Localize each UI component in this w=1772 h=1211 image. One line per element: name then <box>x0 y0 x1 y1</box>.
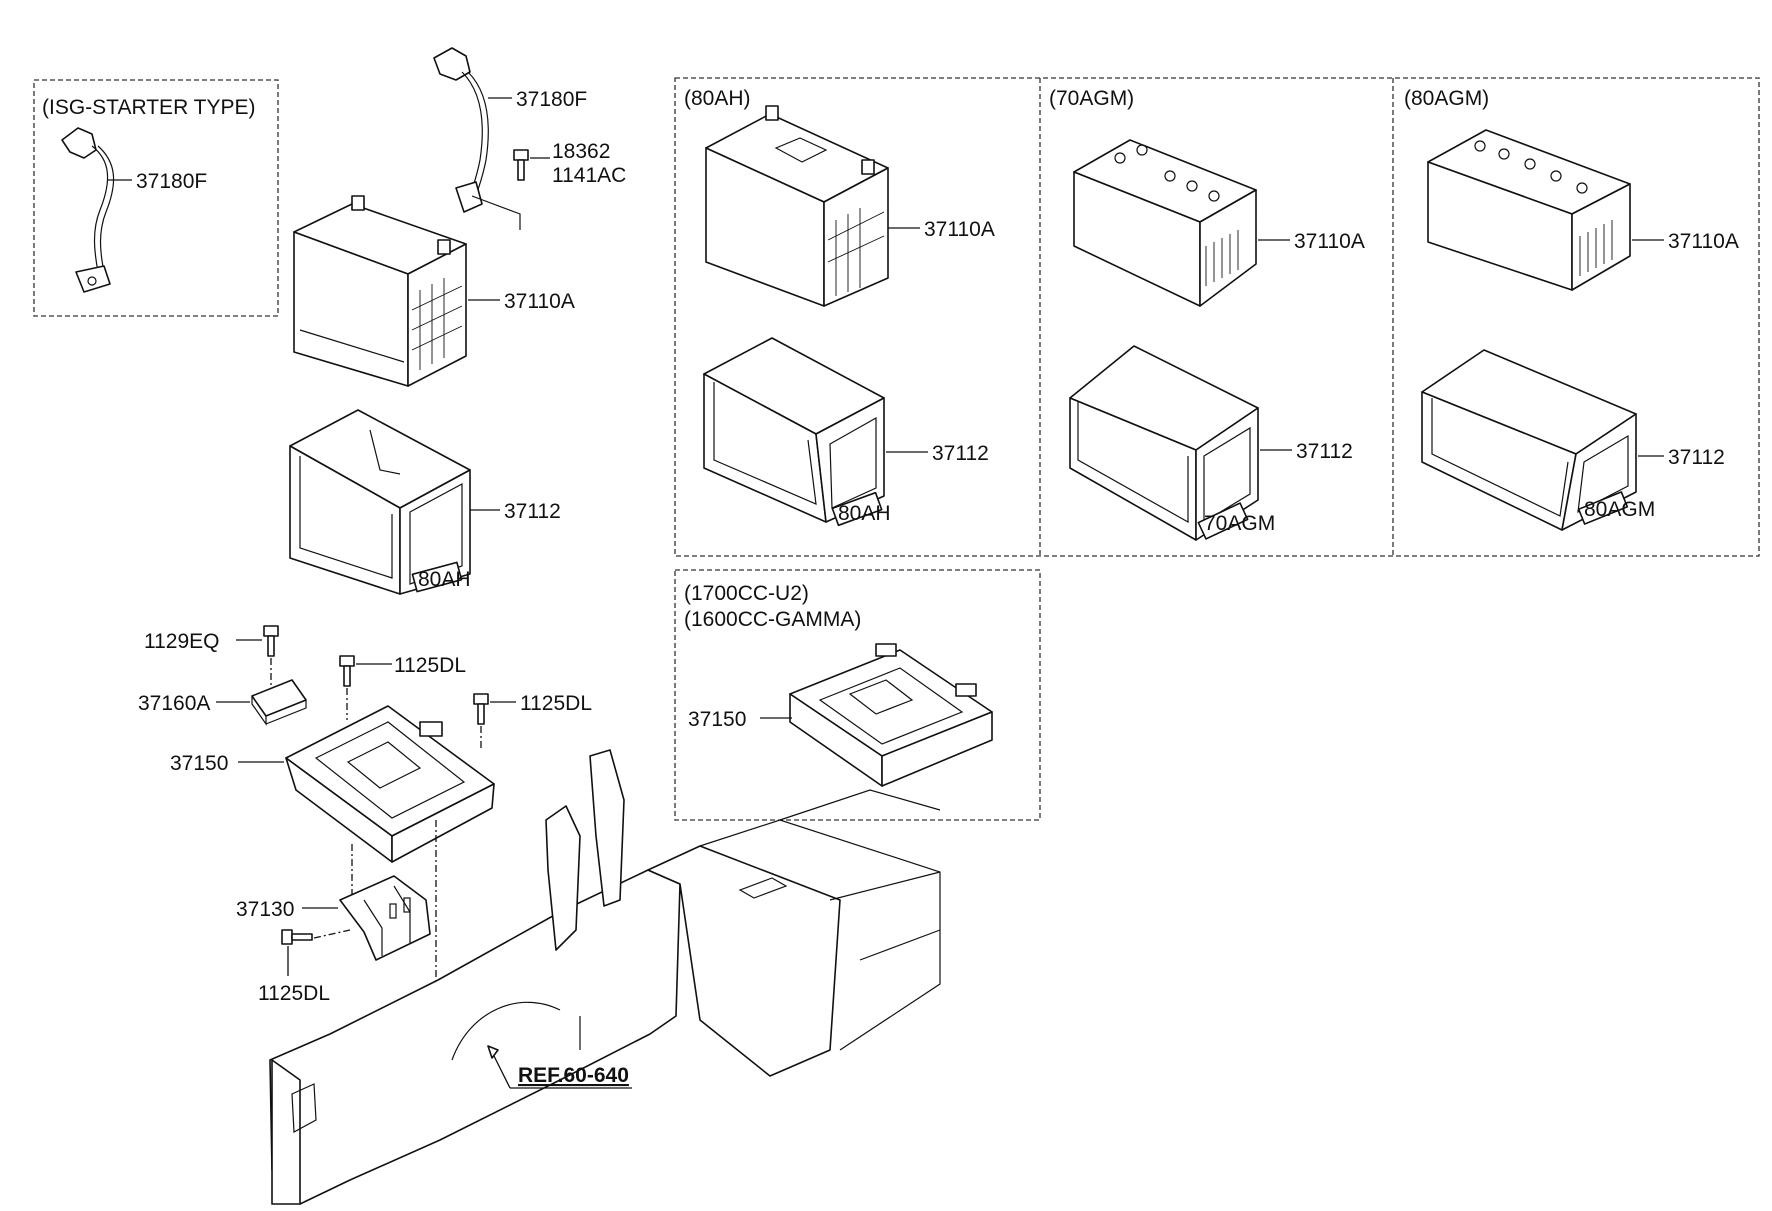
vehicle-body-frame <box>269 749 941 1205</box>
engine-tray-box <box>674 569 1041 821</box>
label-bolt-1125dl-a: 1125DL <box>394 654 466 677</box>
insulation-pad-70agm <box>1069 345 1259 541</box>
isg-battery-cable <box>61 127 115 293</box>
bolt-1125dl-c-icon <box>281 929 313 945</box>
stamp-80ah-alt: 80AH <box>838 502 891 525</box>
label-insulation-80ah: 37112 <box>932 442 989 465</box>
battery-clamp <box>251 679 307 726</box>
insulation-pad-80ah <box>703 337 885 527</box>
group-80agm-caption: (80AGM) <box>1404 87 1489 110</box>
bolt-1125dl-b-icon <box>473 693 489 725</box>
label-tray-alt: 37150 <box>688 708 746 731</box>
bolt-1129eq-icon <box>263 625 279 657</box>
label-insulation-80agm: 37112 <box>1668 446 1725 469</box>
reference-label: REF.60-640 <box>518 1064 629 1087</box>
label-bolt-1125dl-b: 1125DL <box>520 692 592 715</box>
battery-options-box <box>674 77 1760 557</box>
label-bolt-18362: 18362 <box>552 140 610 163</box>
battery-tray-alt <box>789 643 993 787</box>
label-bolt-1125dl-c: 1125DL <box>258 982 330 1005</box>
label-battery-80ah: 37110A <box>924 218 995 241</box>
bolt-18362-icon <box>513 149 529 181</box>
engine-caption-line2: (1600CC-GAMMA) <box>684 608 861 631</box>
battery-80ah <box>705 105 889 307</box>
label-insulation-main: 37112 <box>504 500 561 523</box>
insulation-pad-80agm <box>1421 349 1637 531</box>
stamp-70agm: 70AGM <box>1204 512 1275 535</box>
label-tray-main: 37150 <box>170 752 228 775</box>
battery-70agm <box>1073 139 1257 307</box>
label-bracket: 37130 <box>236 898 294 921</box>
tray-bracket <box>339 875 431 961</box>
isg-starter-caption: (ISG-STARTER TYPE) <box>42 96 256 119</box>
label-bolt-1129eq: 1129EQ <box>144 630 220 653</box>
group-70agm-caption: (70AGM) <box>1049 87 1134 110</box>
label-bolt-1141ac: 1141AC <box>552 164 626 187</box>
battery-main <box>293 195 467 387</box>
label-battery-main: 37110A <box>504 290 575 313</box>
label-cable-isg: 37180F <box>136 170 207 193</box>
label-battery-70agm: 37110A <box>1294 230 1365 253</box>
group-80ah-caption: (80AH) <box>684 87 751 110</box>
label-cable-main: 37180F <box>516 88 587 111</box>
battery-tray-main <box>285 705 495 863</box>
label-battery-80agm: 37110A <box>1668 230 1739 253</box>
battery-80agm <box>1427 129 1631 291</box>
engine-caption-line1: (1700CC-U2) <box>684 582 809 605</box>
isg-starter-box <box>33 79 279 317</box>
stamp-80ah-main: 80AH <box>418 568 471 591</box>
battery-cable <box>433 47 521 230</box>
label-insulation-70agm: 37112 <box>1296 440 1353 463</box>
stamp-80agm: 80AGM <box>1584 498 1655 521</box>
insulation-pad-main <box>289 409 471 595</box>
label-clamp: 37160A <box>138 692 210 715</box>
bolt-1125dl-a-icon <box>339 655 355 687</box>
